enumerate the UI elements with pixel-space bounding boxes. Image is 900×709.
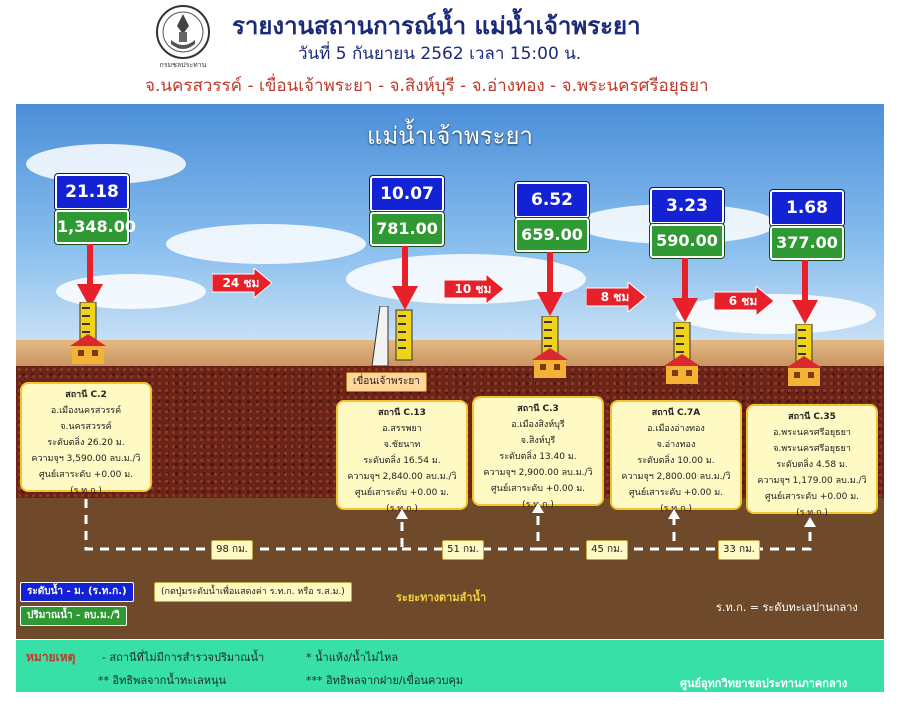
station-bank-level: ระดับตลิ่ง 4.58 ม. <box>776 460 848 470</box>
logo-caption: กรมชลประทาน <box>159 61 207 69</box>
legend-flow-label: ปริมาณน้ำ - ลบ.ม./วิ <box>20 606 127 626</box>
station-capacity: ความจุฯ 1,179.00 ลบ.ม./วิ <box>757 476 867 486</box>
station-capacity: ความจุฯ 3,590.00 ลบ.ม./วิ <box>31 454 141 464</box>
station-province: จ.อ่างทอง <box>656 440 696 450</box>
ground-surface <box>16 340 884 370</box>
down-arrow-icon <box>392 246 418 310</box>
gauge-station-icon <box>786 324 822 386</box>
dam-label: เขื่อนเจ้าพระยา <box>346 372 427 392</box>
river-diagram: แม่น้ำเจ้าพระยา 21.18 1,348.00 10.07 781… <box>16 104 884 639</box>
station-bank-level: ระดับตลิ่ง 16.54 ม. <box>363 456 441 466</box>
royal-irrigation-logo-icon <box>156 5 210 59</box>
distance-2: 51 กม. <box>442 540 484 560</box>
station-bank-level: ระดับตลิ่ง 26.20 ม. <box>47 438 125 448</box>
station-datum: ศูนย์เสาระดับ +0.00 ม.(ร.ท.ก.) <box>38 470 134 496</box>
flow-value-c2: 1,348.00 <box>55 210 136 244</box>
station-bank-level: ระดับตลิ่ง 10.00 ม. <box>637 456 715 466</box>
legend-note: (กดปุ่มระดับน้ำเพื่อแสดงค่า ร.ท.ก. หรือ … <box>154 582 352 602</box>
river-title: แม่น้ำเจ้าพระยา <box>366 122 534 150</box>
station-capacity: ความจุฯ 2,800.00 ลบ.ม./วิ <box>621 472 731 482</box>
travel-time-arrow-icon <box>714 286 774 316</box>
water-level-button-c35[interactable]: 1.68 <box>770 190 844 226</box>
station-info-c2: สถานี C.2 อ.เมืองนครสวรรค์ จ.นครสวรรค์ ร… <box>20 382 152 496</box>
station-district: อ.เมืองสิงห์บุรี <box>511 420 565 430</box>
down-arrow-icon <box>537 252 563 316</box>
station-info-c7a: สถานี C.7A อ.เมืองอ่างทอง จ.อ่างทอง ระดั… <box>610 400 742 514</box>
water-level-button-c2[interactable]: 21.18 <box>55 174 129 210</box>
station-datum: ศูนย์เสาระดับ +0.00 ม.(ร.ท.ก.) <box>628 488 724 514</box>
page-title: รายงานสถานการณ์น้ำ แม่น้ำเจ้าพระยา <box>232 12 641 40</box>
station-district: อ.พระนครศรีอยุธยา <box>773 428 851 438</box>
down-arrow-icon <box>77 244 103 308</box>
station-info-c35: สถานี C.35 อ.พระนครศรีอยุธยา จ.พระนครศรี… <box>746 404 878 518</box>
travel-time-arrow-icon <box>444 274 504 304</box>
footer-panel: หมายเหตุ - สถานีที่ไม่มีการสำรวจปริมาณน้… <box>16 640 884 692</box>
down-arrow-icon <box>792 260 818 324</box>
distance-4: 33 กม. <box>718 540 760 560</box>
report-date: วันที่ 5 กันยายน 2562 เวลา 15:00 น. <box>298 44 582 64</box>
station-name: สถานี C.2 <box>65 390 107 400</box>
subsoil-layer <box>16 498 884 639</box>
gauge-station-icon <box>532 316 568 378</box>
flow-value-c13: 781.00 <box>370 212 444 246</box>
travel-time-2: 10 ชม <box>454 282 492 296</box>
travel-time-4: 6 ชม <box>728 294 758 308</box>
gauge-station-icon <box>70 302 106 364</box>
water-level-button-c13[interactable]: 10.07 <box>370 176 444 212</box>
station-district: อ.สรรพยา <box>382 424 422 434</box>
station-datum: ศูนย์เสาระดับ +0.00 ม.(ร.ท.ก.) <box>354 488 450 514</box>
water-level-button-c3[interactable]: 6.52 <box>515 182 589 218</box>
travel-time-arrow-icon <box>586 282 646 312</box>
station-name: สถานี C.35 <box>788 412 836 422</box>
dam-icon <box>371 306 413 366</box>
station-province: จ.นครสวรรค์ <box>60 422 112 432</box>
footer-note-1: - สถานีที่ไม่มีการสำรวจปริมาณน้ำ <box>102 651 265 664</box>
station-info-c13: สถานี C.13 อ.สรรพยา จ.ชัยนาท ระดับตลิ่ง … <box>336 400 468 514</box>
station-capacity: ความจุฯ 2,840.00 ลบ.ม./วิ <box>347 472 457 482</box>
station-info-c3: สถานี C.3 อ.เมืองสิงห์บุรี จ.สิงห์บุรี ร… <box>472 396 604 510</box>
water-level-button-c7a[interactable]: 3.23 <box>650 188 724 224</box>
cloud <box>166 224 366 264</box>
station-name: สถานี C.7A <box>651 408 701 418</box>
gauge-station-icon <box>664 322 700 384</box>
station-bank-level: ระดับตลิ่ง 13.40 ม. <box>499 452 577 462</box>
province-route: จ.นครสวรรค์ - เขื่อนเจ้าพระยา - จ.สิงห์บ… <box>145 76 709 96</box>
travel-time-3: 8 ชม <box>600 290 630 304</box>
flow-value-c35: 377.00 <box>770 226 844 260</box>
footer-remark-label: หมายเหตุ <box>26 650 76 664</box>
travel-time-1: 24 ชม <box>222 276 260 290</box>
station-province: จ.สิงห์บุรี <box>520 436 556 446</box>
travel-time-arrow-icon <box>212 268 272 298</box>
cloud <box>676 294 876 334</box>
distance-3: 45 กม. <box>586 540 628 560</box>
footer-note-2: * น้ำแห้ง/น้ำไม่ไหล <box>306 651 399 664</box>
flow-value-c3: 659.00 <box>515 218 589 252</box>
footer-note-4: *** อิทธิพลจากฝาย/เขื่อนควบคุม <box>306 674 464 687</box>
footer-center-name: ศูนย์อุทกวิทยาชลประทานภาคกลาง <box>680 677 848 690</box>
legend-level-button[interactable]: ระดับน้ำ - ม. (ร.ท.ก.) <box>20 582 134 602</box>
station-province: จ.ชัยนาท <box>383 440 421 450</box>
down-arrow-icon <box>672 258 698 322</box>
flow-value-c7a: 590.00 <box>650 224 724 258</box>
footer-note-3: ** อิทธิพลจากน้ำทะเลหนุน <box>98 674 226 687</box>
station-name: สถานี C.3 <box>517 404 559 414</box>
station-district: อ.เมืองอ่างทอง <box>647 424 705 434</box>
legend-distance-label: ระยะทางตามลำน้ำ <box>396 591 487 604</box>
distance-1: 98 กม. <box>211 540 253 560</box>
station-name: สถานี C.13 <box>378 408 426 418</box>
station-district: อ.เมืองนครสวรรค์ <box>50 406 122 416</box>
station-capacity: ความจุฯ 2,900.00 ลบ.ม./วิ <box>483 468 593 478</box>
legend-msl-note: ร.ท.ก. = ระดับทะเลปานกลาง <box>716 601 858 614</box>
station-province: จ.พระนครศรีอยุธยา <box>773 444 851 454</box>
station-datum: ศูนย์เสาระดับ +0.00 ม.(ร.ท.ก.) <box>764 492 860 518</box>
